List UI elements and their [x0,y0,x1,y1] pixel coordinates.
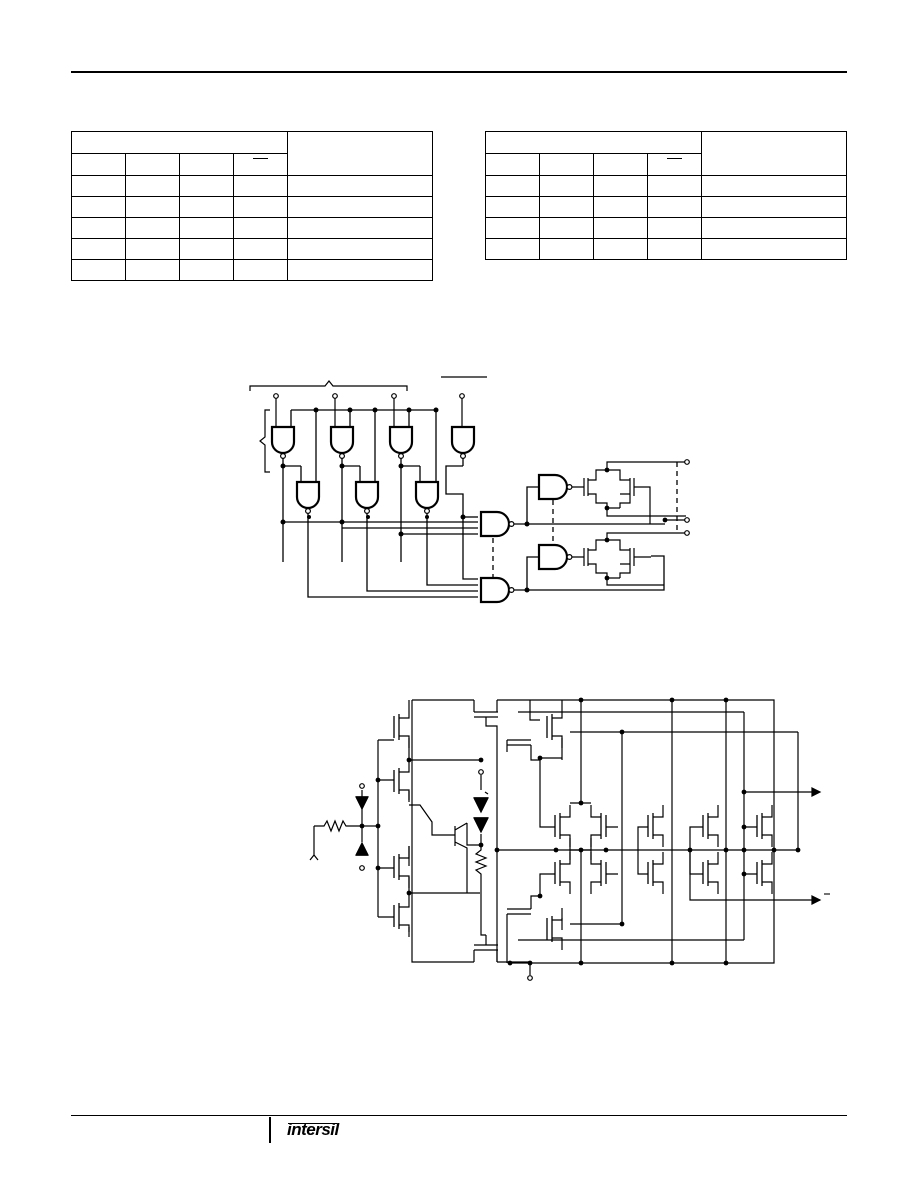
output-pins [684,459,690,536]
table-row [485,217,847,239]
intersil-logo: intersil [287,1120,339,1139]
table-header-row [71,131,433,176]
input-protection [309,783,378,871]
input-fet-stack [375,700,480,938]
overbar [667,158,682,159]
bias-network [454,757,489,893]
switch-top [572,461,686,524]
footer-divider [269,1117,271,1143]
truth-table-right [485,131,847,260]
table-row [485,175,847,197]
header-rule [71,71,847,73]
table-row [485,238,847,260]
state-header [701,131,847,176]
state-header [287,131,433,176]
table-row [71,175,433,197]
overbar [253,158,268,159]
input-pins [273,393,465,427]
output-arrow [811,787,822,797]
table-header-row [485,131,847,176]
output-arrow [811,895,822,905]
switch-array [494,697,820,966]
col-en [233,153,288,176]
switch-bottom [572,532,686,586]
table-subheader-row [485,153,847,176]
table-row [71,259,433,281]
col-en [647,153,702,176]
footer-rule [71,1115,847,1116]
table-row [71,217,433,239]
truth-table-left [71,131,433,281]
